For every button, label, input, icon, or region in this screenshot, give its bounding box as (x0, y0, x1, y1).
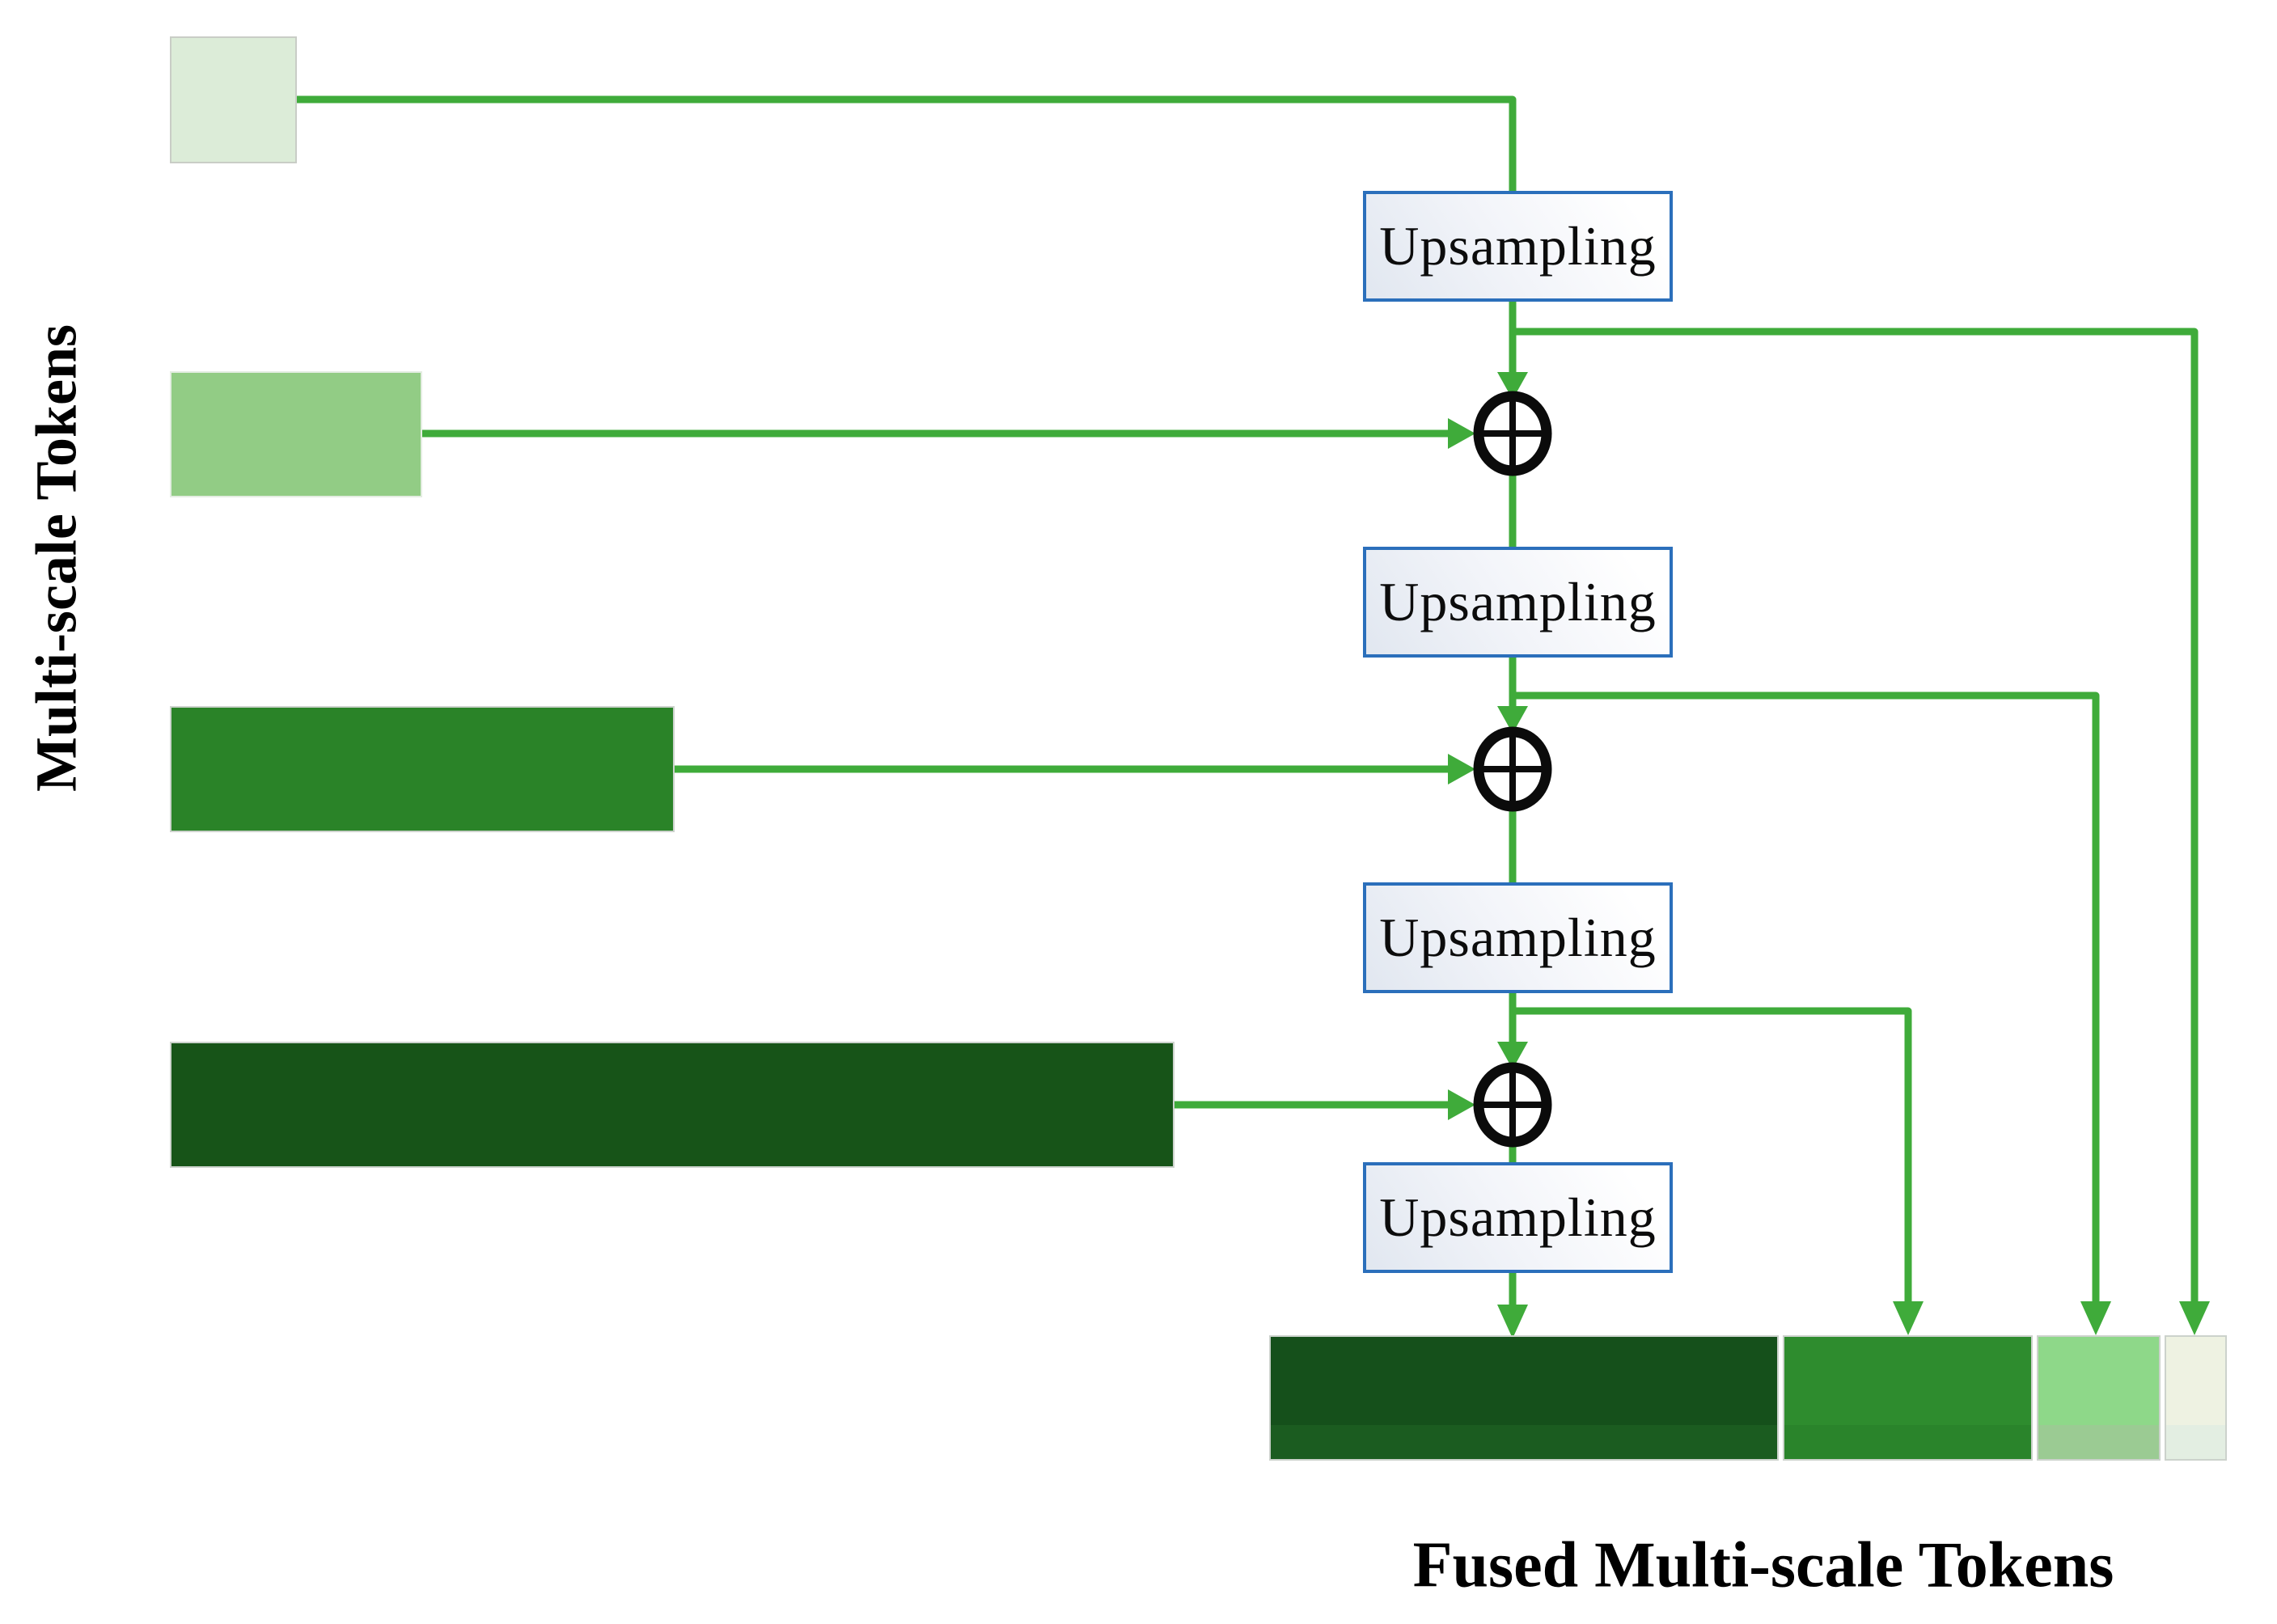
upsampling-block-2: Upsampling (1363, 547, 1673, 658)
arrow-token2-to-add1 (418, 418, 1475, 449)
upsampling-block-label: Upsampling (1379, 571, 1657, 632)
arrow-upsampling3-to-add3 (1497, 989, 1528, 1069)
token-scale-3 (170, 706, 675, 832)
upsampling-block-label: Upsampling (1379, 907, 1657, 968)
upsampling-block-3: Upsampling (1363, 882, 1673, 993)
add-operator-icon (1473, 391, 1552, 476)
token-scale-1 (170, 36, 297, 163)
fused-segment-1 (1269, 1335, 1779, 1461)
arrow-upsampling2-to-fused-seg3 (1512, 691, 2111, 1335)
arrow-token3-to-add2 (671, 754, 1475, 785)
fused-tokens-label: Fused Multi-scale Tokens (1412, 1529, 2114, 1601)
upsampling-block-label: Upsampling (1379, 215, 1657, 277)
arrow-upsampling1-to-add1 (1497, 298, 1528, 400)
add-operator-icon (1473, 1062, 1552, 1148)
arrow-token1-to-upsampling1 (293, 95, 1517, 195)
token-scale-2 (170, 371, 422, 497)
token-scale-4 (170, 1042, 1174, 1168)
fused-segment-shade (1784, 1424, 2031, 1459)
arrow-upsampling2-to-add2 (1497, 653, 1528, 734)
upsampling-block-1: Upsampling (1363, 191, 1673, 302)
upsampling-block-label: Upsampling (1379, 1186, 1657, 1248)
fused-segment-shade (2166, 1424, 2225, 1459)
fused-segment-shade (1271, 1424, 1777, 1459)
fused-segment-shade (2038, 1424, 2159, 1459)
upsampling-block-4: Upsampling (1363, 1162, 1673, 1273)
arrow-upsampling3-to-fused-seg2 (1512, 1007, 1924, 1335)
arrow-upsampling4-to-fused-seg1 (1497, 1269, 1528, 1339)
fused-segment-4 (2165, 1335, 2227, 1461)
fused-segment-3 (2037, 1335, 2161, 1461)
multiscale-tokens-label: Multi-scale Tokens (23, 324, 89, 793)
add-operator-icon (1473, 726, 1552, 812)
fused-segment-2 (1783, 1335, 2033, 1461)
arrow-upsampling1-to-fused-seg4 (1512, 328, 2210, 1335)
arrow-token4-to-add3 (1170, 1089, 1475, 1120)
